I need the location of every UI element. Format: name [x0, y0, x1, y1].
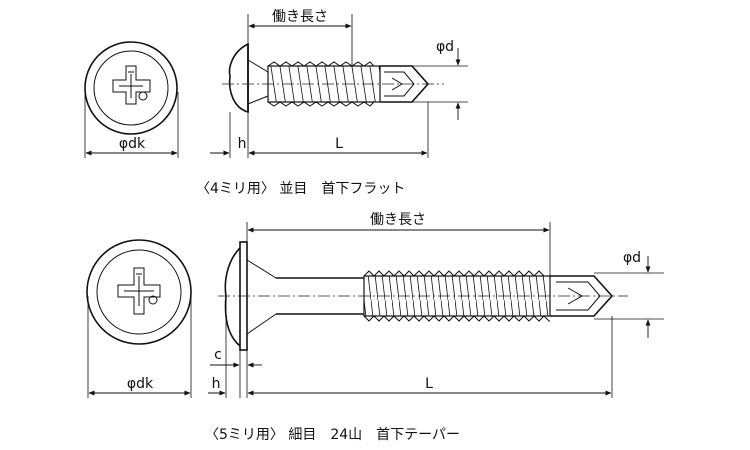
caption-5mm: 〈5ミリ用〉 細目 24山 首下テーパー	[205, 427, 461, 443]
label-working-length-4mm: 働き長さ	[272, 9, 328, 25]
label-working-length-5mm: 働き長さ	[370, 212, 426, 228]
label-shaft-dia-5mm: φd	[623, 250, 641, 266]
dim-head-dia-5mm	[87, 296, 192, 398]
dim-working-length-4mm	[247, 14, 353, 66]
label-shaft-dia-4mm: φd	[436, 39, 454, 55]
screw-5mm-side-view	[218, 241, 628, 351]
phillips-cross-recess-icon	[117, 267, 161, 315]
dim-working-length-5mm	[246, 222, 551, 276]
dim-shaft-dia-4mm	[412, 48, 468, 120]
dim-head-dia-4mm	[84, 92, 179, 158]
dim-h-L-4mm	[210, 102, 429, 158]
dim-washer-thickness-5mm	[210, 346, 262, 398]
screw-5mm-head-top-view	[86, 239, 192, 345]
caption-4mm: 〈4ミリ用〉 並目 首下フラット	[196, 181, 406, 197]
label-head-height-4mm: h	[238, 136, 247, 152]
label-head-height-5mm: h	[212, 376, 221, 392]
screw-4mm-side-view	[222, 42, 444, 114]
screw-4mm-head-top-view	[84, 41, 178, 135]
label-length-5mm: L	[425, 376, 433, 392]
dim-shaft-dia-5mm	[594, 256, 664, 338]
label-length-4mm: L	[335, 136, 343, 152]
label-washer-thickness-5mm: c	[214, 347, 222, 363]
label-head-dia-4mm: φdk	[119, 136, 146, 152]
label-head-dia-5mm: φdk	[127, 376, 154, 392]
phillips-cross-recess-icon	[112, 65, 151, 105]
dim-h-L-5mm	[208, 300, 613, 398]
